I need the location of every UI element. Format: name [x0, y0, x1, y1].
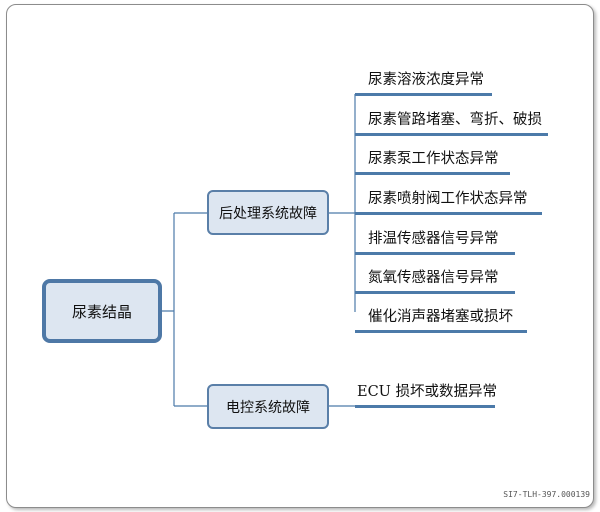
leaf-underline [355, 291, 515, 294]
leaf-underline [355, 93, 492, 96]
leaf-underline [355, 330, 527, 333]
watermark-text: SI7-TLH-397.000139 [503, 490, 590, 499]
leaf-underline [355, 172, 510, 175]
branch-label: 电控系统故障 [226, 399, 310, 416]
leaf-item: 排温传感器信号异常 [368, 231, 499, 247]
leaf-underline [355, 252, 515, 255]
leaf-item: 尿素喷射阀工作状态异常 [368, 191, 528, 207]
leaf-item: ECU 损坏或数据异常 [357, 384, 498, 400]
branch-node-electronic-control: 电控系统故障 [207, 384, 329, 429]
root-node: 尿素结晶 [42, 279, 162, 343]
leaf-item: 尿素泵工作状态异常 [368, 151, 499, 167]
root-label: 尿素结晶 [71, 302, 132, 321]
leaf-underline [355, 133, 548, 136]
branch-node-aftertreatment: 后处理系统故障 [207, 190, 329, 235]
leaf-item: 尿素溶液浓度异常 [368, 72, 484, 88]
leaf-underline [355, 212, 542, 215]
branch-label: 后处理系统故障 [219, 205, 317, 222]
branch-a-connector [329, 94, 356, 312]
root-connector [162, 212, 207, 407]
leaf-item: 催化消声器堵塞或损坏 [368, 309, 513, 325]
leaf-item: 尿素管路堵塞、弯折、破损 [368, 112, 542, 128]
leaf-underline [355, 405, 495, 408]
leaf-item: 氮氧传感器信号异常 [368, 270, 499, 286]
